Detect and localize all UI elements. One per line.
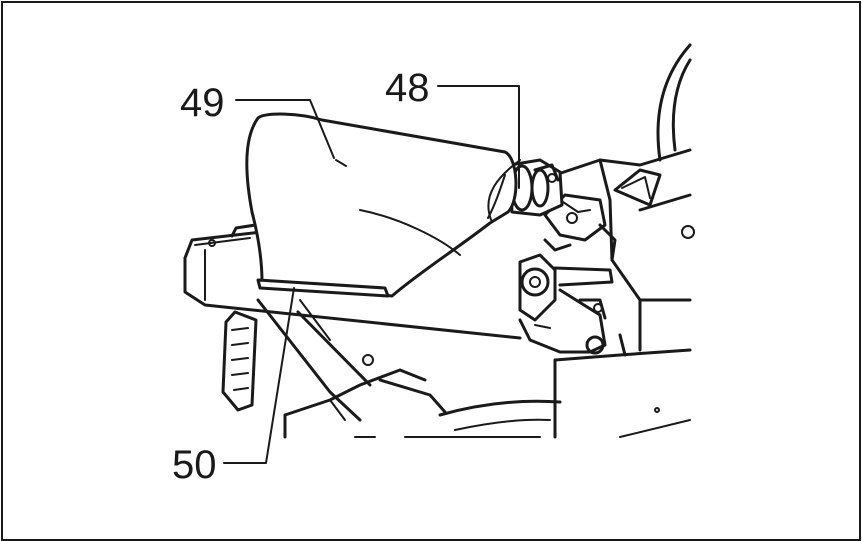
miter-saw-body bbox=[183, 43, 695, 439]
callout-49: 49 bbox=[180, 81, 225, 125]
callout-50: 50 bbox=[172, 443, 217, 487]
dust-nozzle bbox=[508, 158, 564, 217]
fastener-clip bbox=[256, 278, 390, 298]
leader-line-48 bbox=[437, 85, 520, 189]
leader-line-49 bbox=[235, 99, 335, 159]
callout-48: 48 bbox=[385, 66, 430, 110]
dust-bag bbox=[245, 112, 521, 298]
leader-line-50 bbox=[223, 287, 295, 464]
